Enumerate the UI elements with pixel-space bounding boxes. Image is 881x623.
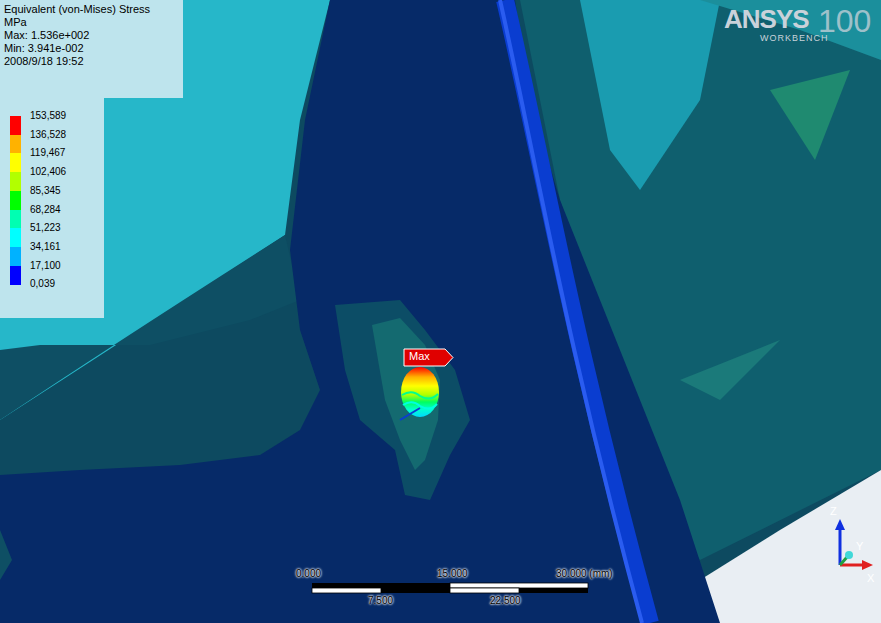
scale-segment <box>450 588 519 593</box>
legend-swatch <box>10 116 21 135</box>
legend-swatch <box>10 247 21 266</box>
scale-segment <box>312 583 450 588</box>
legend-entry: 102,406 <box>0 166 104 185</box>
scale-value: 7.500 <box>368 595 393 607</box>
contour-line <box>403 402 437 408</box>
x-axis <box>840 564 864 567</box>
scale-value: 0.000 <box>296 568 321 580</box>
legend-entry: 153,589 <box>0 110 104 129</box>
cyan-region <box>0 0 330 420</box>
legend-swatch <box>10 172 21 191</box>
scale-segment <box>381 588 450 593</box>
logo-subtitle: WORKBENCH <box>760 33 829 44</box>
upper-right-region <box>580 0 720 190</box>
axis-label: X <box>867 572 874 585</box>
edge-band <box>500 0 642 623</box>
y-sphere <box>845 551 853 559</box>
legend-entry: 17,100 <box>0 260 104 279</box>
legend-value: 136,528 <box>30 129 66 141</box>
max-flag <box>404 349 453 366</box>
unit-label: MPa <box>4 16 27 29</box>
min-value: Min: 3.941e-002 <box>4 42 84 55</box>
edge-band <box>505 0 650 623</box>
contour-line <box>402 392 438 398</box>
green-patch <box>680 340 780 400</box>
legend-entry: 136,528 <box>0 129 104 148</box>
legend-entry: 34,161 <box>0 241 104 260</box>
x-arrowhead <box>862 560 873 570</box>
stress-hotspot <box>401 367 439 417</box>
legend-entry: 119,467 <box>0 147 104 166</box>
scale-segment <box>519 588 588 593</box>
logo-text: ANSYS <box>724 4 809 35</box>
legend-value: 119,467 <box>30 147 65 159</box>
legend-value: 51,223 <box>30 222 61 234</box>
legend-entry: 51,223 <box>0 222 104 241</box>
timestamp: 2008/9/18 19:52 <box>4 55 84 68</box>
z-axis <box>839 528 842 565</box>
teal-patch <box>0 530 12 580</box>
axis-label: Y <box>856 540 863 553</box>
legend-value: 34,161 <box>30 241 61 253</box>
teal-region <box>0 235 300 420</box>
legend-swatch <box>10 266 21 285</box>
scale-value: 22.500 <box>490 595 521 607</box>
z-arrowhead <box>835 519 845 530</box>
legend-panel <box>0 0 183 318</box>
legend-swatch <box>10 228 21 247</box>
legend-entry: 68,284 <box>0 204 104 223</box>
navy-region <box>0 0 720 623</box>
axis-label: Z <box>830 505 837 518</box>
legend-value: 153,589 <box>30 110 66 122</box>
legend-value: 17,100 <box>30 260 61 272</box>
green-patch <box>770 70 850 160</box>
scale-value: 15.000 <box>437 568 468 580</box>
scale-segment <box>312 588 381 593</box>
max-flag-label: Max <box>409 350 430 363</box>
mesh-line <box>400 408 420 420</box>
legend-swatch <box>10 210 21 229</box>
legend-swatch <box>10 135 21 154</box>
result-title: Equivalent (von-Mises) Stress <box>4 3 150 16</box>
upper-right-region <box>700 0 881 60</box>
legend-swatch <box>10 153 21 172</box>
scale-segment <box>450 583 588 588</box>
axis-triad <box>835 519 873 570</box>
legend-swatch <box>10 191 21 210</box>
scale-bar <box>312 583 588 593</box>
legend-value: 0,039 <box>30 278 55 290</box>
max-value: Max: 1.536e+002 <box>4 29 89 42</box>
scale-value: 30.000 (mm) <box>556 568 613 580</box>
stress-patch <box>372 318 440 470</box>
stress-patch <box>335 300 470 500</box>
legend-value: 68,284 <box>30 204 61 216</box>
legend-entry: 85,345 <box>0 185 104 204</box>
legend-value: 102,406 <box>30 166 66 178</box>
legend-value: 85,345 <box>30 185 61 197</box>
